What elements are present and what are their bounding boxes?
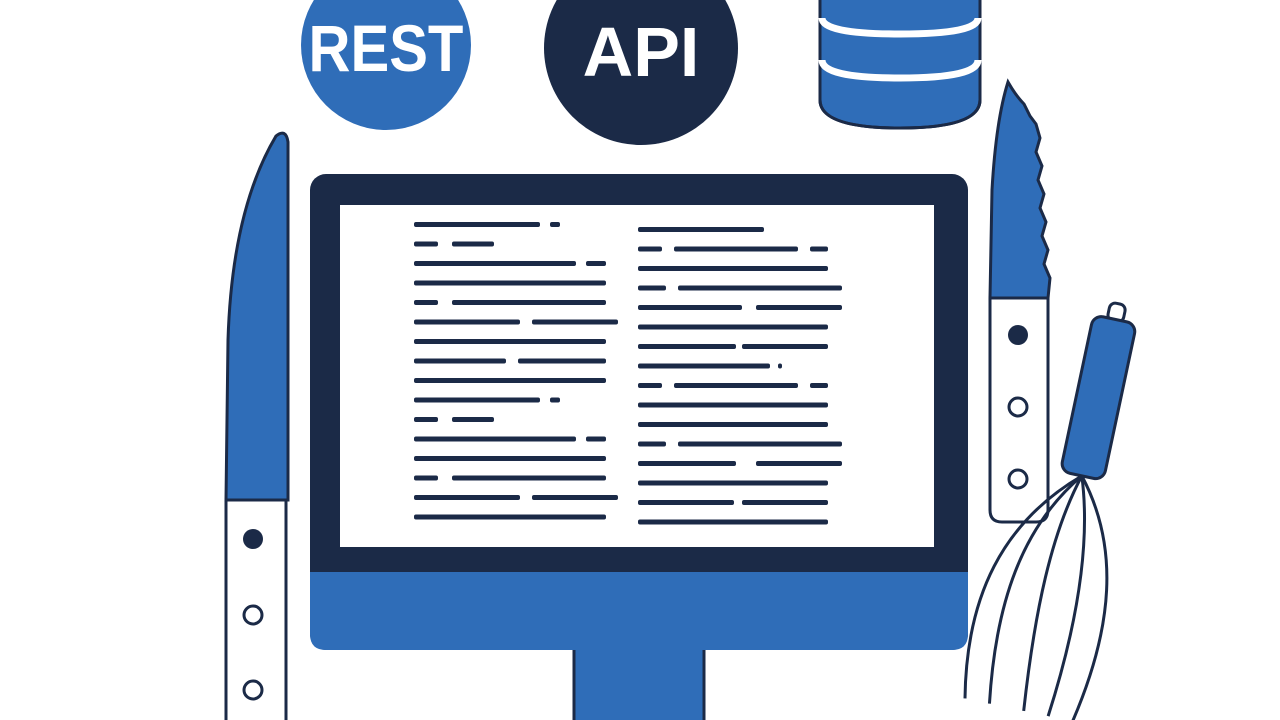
computer-monitor-icon [310, 174, 968, 720]
code-line [452, 300, 606, 305]
code-line [414, 300, 438, 305]
code-line [550, 222, 560, 227]
code-lines [414, 222, 842, 525]
api-badge-label: API [583, 13, 700, 91]
code-line [638, 266, 828, 271]
code-line [638, 305, 742, 310]
serrated-knife-icon [988, 78, 1052, 524]
code-line [550, 397, 560, 403]
code-line [586, 261, 606, 266]
code-line [414, 378, 606, 383]
code-line [638, 441, 666, 447]
code-line [414, 495, 520, 500]
code-line [532, 495, 618, 500]
code-line [742, 344, 828, 349]
code-line [414, 475, 438, 481]
code-line [638, 246, 662, 252]
code-line [638, 363, 770, 369]
code-line [638, 285, 666, 291]
chef-knife-icon [224, 131, 290, 720]
code-line [518, 358, 606, 364]
code-line [638, 227, 764, 232]
code-line [674, 383, 798, 388]
code-line [638, 402, 828, 408]
code-line [414, 358, 506, 364]
code-line [638, 344, 736, 349]
code-line [414, 319, 520, 325]
code-line [638, 519, 828, 525]
code-line [678, 285, 842, 291]
code-line [452, 475, 606, 481]
code-line [810, 383, 828, 388]
code-line [638, 383, 662, 388]
code-line [674, 246, 798, 252]
code-line [414, 339, 606, 344]
code-line [638, 500, 734, 505]
api-badge: API [544, 0, 738, 145]
code-line [638, 422, 828, 427]
code-line [414, 241, 438, 247]
code-line [756, 305, 842, 310]
whisk-icon [963, 301, 1137, 720]
code-line [414, 436, 576, 442]
code-line [414, 222, 540, 227]
code-line [414, 280, 606, 286]
code-line [810, 246, 828, 252]
code-line [414, 397, 540, 403]
code-line [638, 324, 828, 330]
code-line [414, 514, 606, 520]
code-line [638, 480, 828, 486]
code-line [756, 461, 842, 466]
database-icon [818, 0, 982, 130]
code-line [452, 241, 494, 247]
code-line [452, 417, 494, 422]
code-line [586, 436, 606, 442]
code-line [678, 441, 842, 447]
rest-badge: REST [301, 0, 471, 130]
code-line [638, 461, 736, 466]
code-line [532, 319, 618, 325]
code-line [742, 500, 828, 505]
code-line [414, 417, 438, 422]
code-line [778, 363, 782, 369]
rest-badge-label: REST [309, 13, 464, 86]
code-line [414, 261, 576, 266]
code-line [414, 456, 606, 461]
